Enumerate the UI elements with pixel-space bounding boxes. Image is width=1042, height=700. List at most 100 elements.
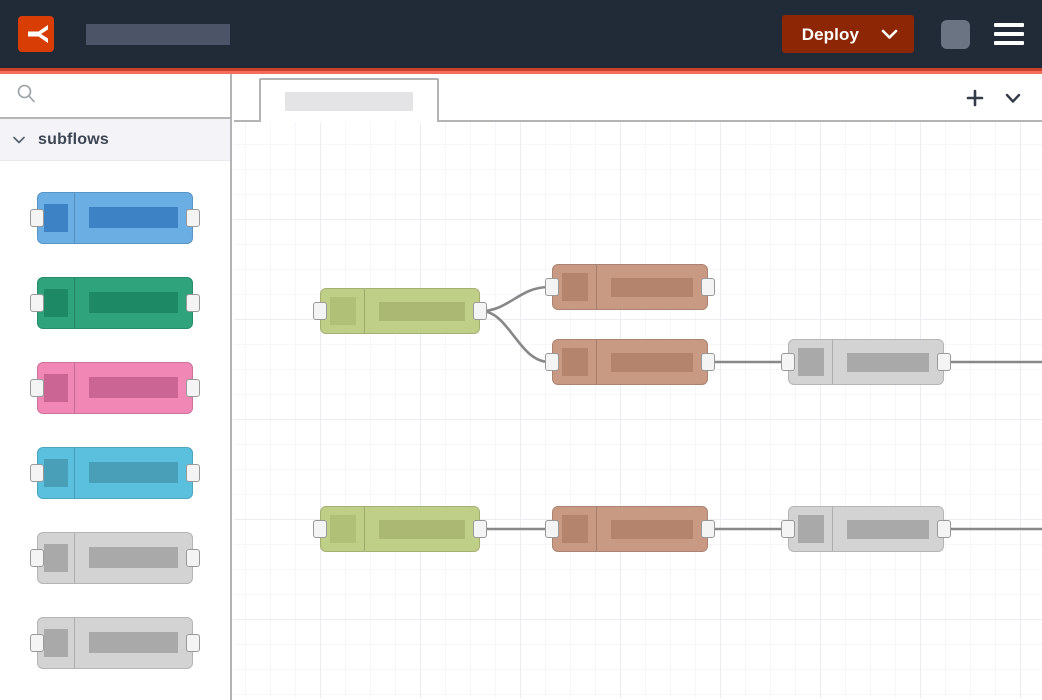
node-icon-cell [38, 447, 75, 498]
palette-node-pink[interactable] [30, 361, 200, 414]
hamburger-bar [994, 41, 1024, 45]
node-body-cell [597, 340, 707, 384]
chevron-down-icon[interactable] [881, 28, 898, 40]
user-avatar-placeholder[interactable] [941, 19, 970, 49]
canvas-node-grey-2[interactable] [781, 506, 951, 552]
node-label-placeholder [89, 292, 178, 313]
palette-item-1[interactable] [0, 175, 230, 260]
node-body-cell [365, 507, 479, 551]
node-output-port[interactable] [701, 353, 715, 371]
node-output-port[interactable] [186, 548, 200, 567]
node-body-cell [833, 507, 943, 551]
node-icon-cell [38, 532, 75, 583]
canvas-node-green-2[interactable] [313, 506, 487, 552]
node-body-cell [75, 363, 192, 413]
canvas-node-salmon-1[interactable] [545, 264, 715, 310]
node-input-port[interactable] [30, 633, 44, 652]
canvas-node-salmon-2[interactable] [545, 339, 715, 385]
node-type-icon [329, 515, 356, 543]
node-type-icon [44, 458, 68, 487]
node-icon-cell [789, 340, 833, 384]
flow-canvas[interactable] [234, 122, 1042, 698]
node-output-port[interactable] [701, 520, 715, 538]
chevron-down-icon[interactable] [1002, 87, 1024, 109]
node-body-cell [75, 618, 192, 668]
node-input-port[interactable] [30, 548, 44, 567]
canvas-node-salmon-2[interactable] [545, 339, 715, 385]
node-output-port[interactable] [186, 208, 200, 227]
node-label-placeholder [89, 207, 178, 228]
node-output-port[interactable] [473, 520, 487, 538]
node-input-port[interactable] [545, 520, 559, 538]
palette-item-3[interactable] [0, 345, 230, 430]
flow-tab-1[interactable] [259, 78, 439, 122]
node-label-placeholder [89, 632, 178, 653]
node-input-port[interactable] [545, 278, 559, 296]
node-output-port[interactable] [186, 633, 200, 652]
node-icon-cell [321, 507, 365, 551]
node-input-port[interactable] [30, 293, 44, 312]
node-input-port[interactable] [545, 353, 559, 371]
palette-category-subflows[interactable]: subflows [0, 119, 230, 161]
canvas-node-salmon-3[interactable] [545, 506, 715, 552]
chevron-down-icon[interactable] [12, 135, 26, 145]
canvas-node-salmon-3[interactable] [545, 506, 715, 552]
node-input-port[interactable] [30, 378, 44, 397]
node-input-port[interactable] [313, 302, 327, 320]
canvas-node-green-1[interactable] [313, 288, 487, 334]
node-input-port[interactable] [781, 520, 795, 538]
canvas-node-green-1[interactable] [313, 288, 487, 334]
canvas-node-salmon-1[interactable] [545, 264, 715, 310]
palette-node-teal[interactable] [30, 446, 200, 499]
node-type-icon [44, 628, 68, 657]
node-output-port[interactable] [186, 463, 200, 482]
tabbar-actions [964, 76, 1042, 120]
node-red-logo-icon[interactable] [18, 16, 54, 52]
node-body-cell [365, 289, 479, 333]
node-output-port[interactable] [937, 353, 951, 371]
wire-green1-salmon1[interactable] [479, 285, 551, 313]
plus-icon[interactable] [964, 87, 986, 109]
canvas-node-green-2[interactable] [313, 506, 487, 552]
palette-item-5[interactable] [0, 515, 230, 600]
hamburger-menu-icon[interactable] [994, 23, 1024, 45]
node-input-port[interactable] [781, 353, 795, 371]
canvas-node-grey-2[interactable] [781, 506, 951, 552]
node-label-placeholder [89, 377, 178, 398]
palette-node-blue[interactable] [30, 191, 200, 244]
node-label-placeholder [89, 462, 178, 483]
palette-item-2[interactable] [0, 260, 230, 345]
palette-search-input[interactable] [0, 74, 230, 119]
node-icon-cell [38, 277, 75, 328]
node-output-port[interactable] [186, 293, 200, 312]
node-output-port[interactable] [701, 278, 715, 296]
node-icon-cell [38, 617, 75, 668]
palette-category-label: subflows [38, 130, 109, 148]
node-label-placeholder [89, 547, 178, 568]
canvas-node-grey-1[interactable] [781, 339, 951, 385]
node-input-port[interactable] [30, 208, 44, 227]
node-input-port[interactable] [313, 520, 327, 538]
node-output-port[interactable] [473, 302, 487, 320]
palette-item-6[interactable] [0, 600, 230, 685]
node-icon-cell [553, 265, 597, 309]
node-body-cell [597, 265, 707, 309]
node-icon-cell [38, 362, 75, 413]
deploy-button[interactable]: Deploy [781, 15, 914, 53]
node-label-placeholder [379, 301, 465, 321]
palette-node-grey-2[interactable] [30, 616, 200, 669]
canvas-node-grey-1[interactable] [781, 339, 951, 385]
flow-title-placeholder [86, 23, 230, 45]
node-output-port[interactable] [186, 378, 200, 397]
node-type-icon [561, 515, 588, 543]
palette-item-4[interactable] [0, 430, 230, 515]
node-icon-cell [553, 507, 597, 551]
wire-green1-salmon2[interactable] [479, 309, 551, 364]
palette-node-grey-1[interactable] [30, 531, 200, 584]
palette-node-green[interactable] [30, 276, 200, 329]
node-output-port[interactable] [937, 520, 951, 538]
wire-layer [479, 285, 1042, 531]
node-input-port[interactable] [30, 463, 44, 482]
node-icon-cell [553, 340, 597, 384]
